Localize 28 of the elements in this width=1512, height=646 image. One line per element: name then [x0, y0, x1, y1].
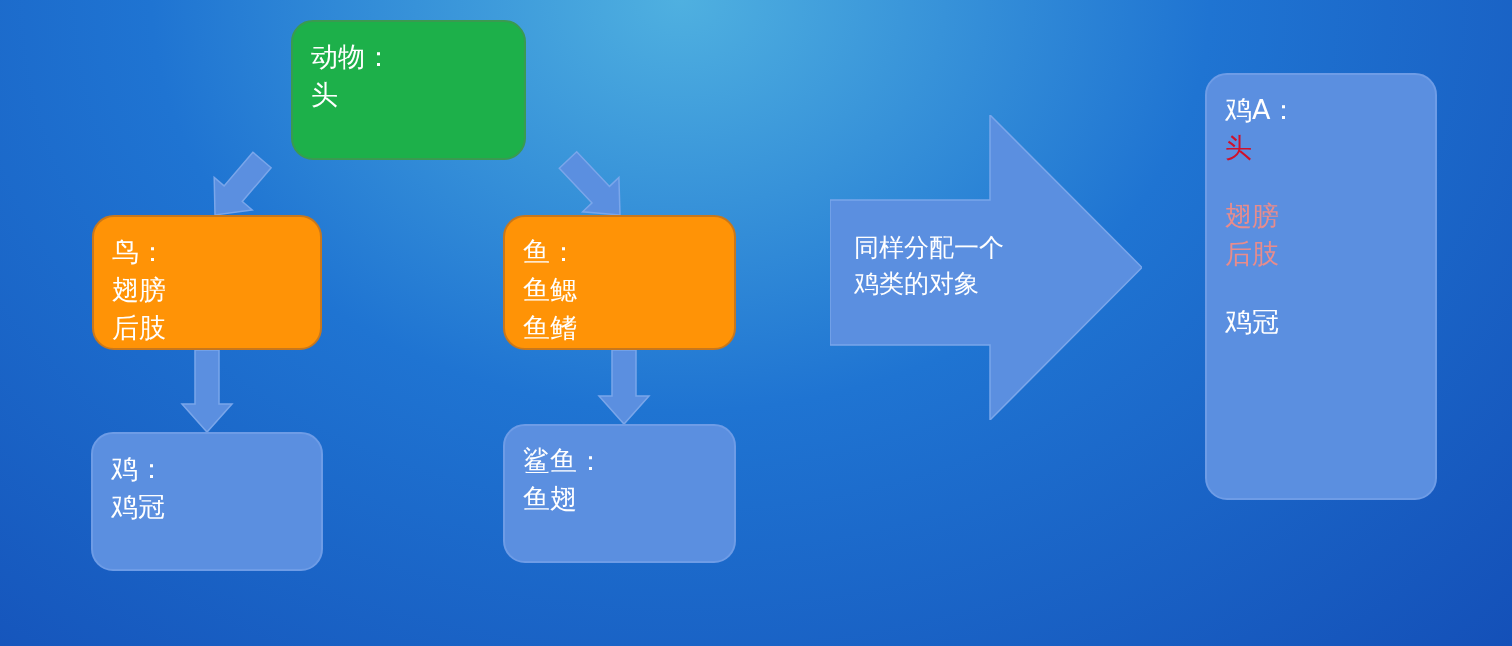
class-box — [503, 215, 736, 350]
class-name: 鲨鱼： — [523, 444, 604, 478]
class-box — [291, 20, 526, 160]
class-name: 鸡： — [111, 452, 165, 486]
class-box — [91, 432, 323, 571]
class-box — [503, 424, 736, 563]
member-text: 翅膀 — [1225, 199, 1279, 233]
block-arrow — [597, 349, 651, 426]
member-text: 鱼鳍 — [523, 311, 577, 345]
class-name: 鸟： — [112, 235, 166, 269]
block-arrow — [180, 349, 234, 434]
block-arrow — [558, 150, 621, 216]
class-box — [92, 215, 322, 350]
arrow-label: 同样分配一个鸡类的对象 — [854, 232, 1005, 300]
class-name: 鸡A： — [1225, 93, 1298, 127]
member-text: 后肢 — [1225, 237, 1279, 271]
member-text: 鸡冠 — [111, 490, 165, 524]
member-text: 鱼鳃 — [523, 273, 577, 307]
member-text: 鸡冠 — [1225, 305, 1279, 339]
member-text: 头 — [1225, 131, 1252, 165]
member-text: 头 — [311, 78, 338, 112]
block-arrow — [213, 151, 273, 216]
class-box — [1205, 73, 1437, 500]
class-name: 鱼： — [523, 235, 577, 269]
member-text: 鱼翅 — [523, 482, 577, 516]
class-name: 动物： — [311, 40, 392, 74]
member-text: 后肢 — [112, 311, 166, 345]
member-text: 翅膀 — [112, 273, 166, 307]
